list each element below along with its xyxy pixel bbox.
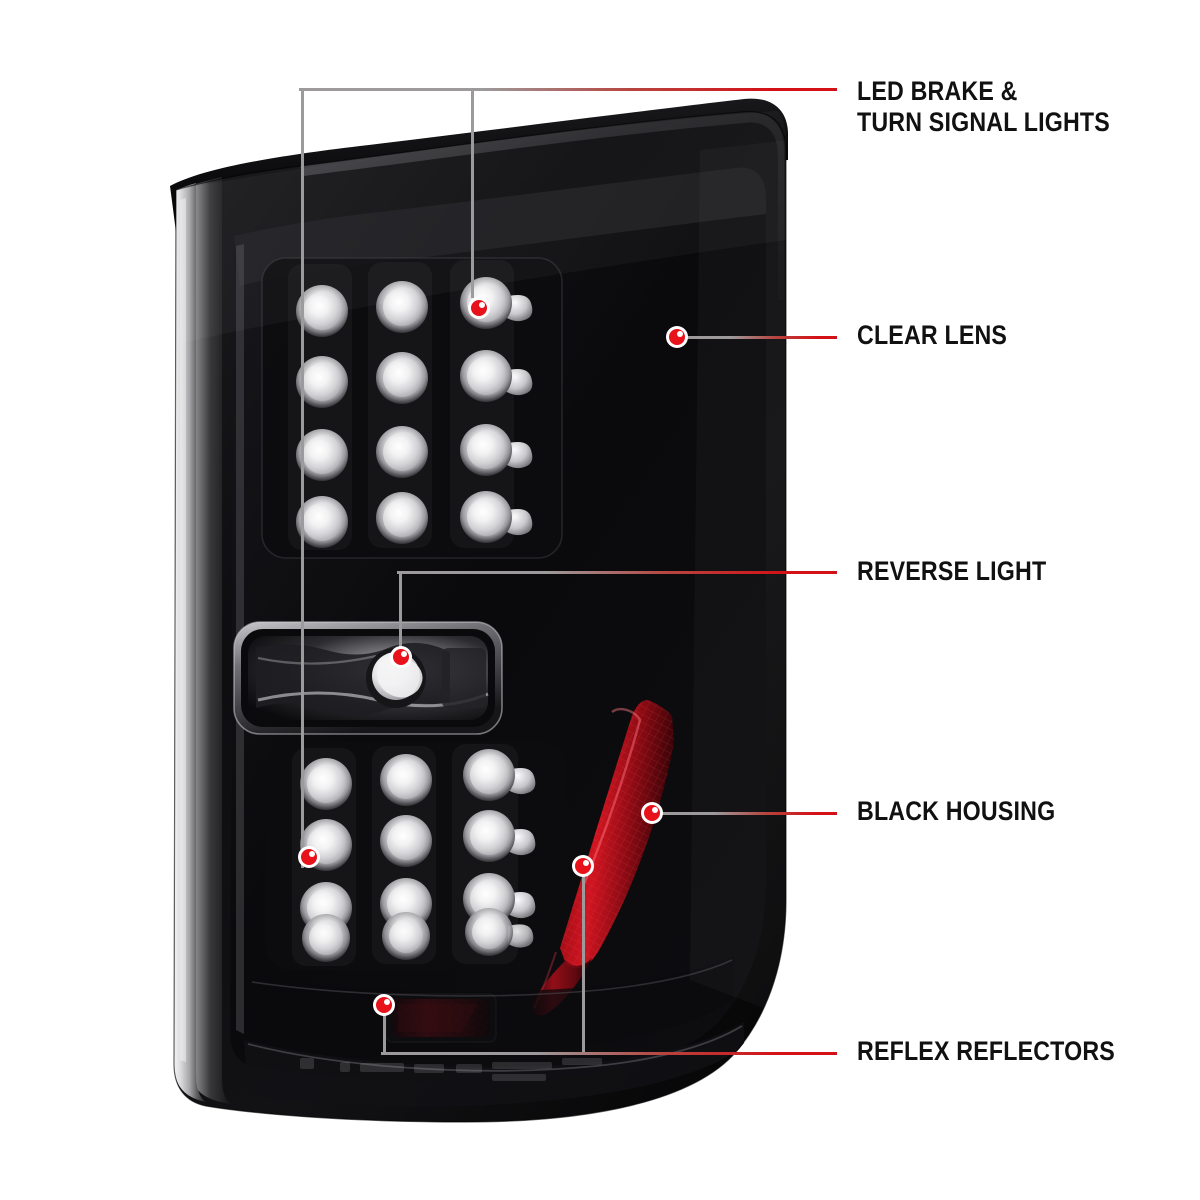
leader-reflex-vertical-right [582, 866, 585, 1054]
marker-led-brake-upper[interactable] [468, 297, 490, 319]
marker-black-housing[interactable] [641, 802, 663, 824]
leader-black-housing [651, 812, 837, 815]
reverse-light-chamber [233, 621, 503, 735]
leader-reflex-vertical-left [383, 1004, 386, 1054]
callout-label-led-brake-turn: LED BRAKE & TURN SIGNAL LIGHTS [857, 76, 1110, 138]
marker-led-brake-lower[interactable] [298, 846, 320, 868]
marker-reflex-side[interactable] [572, 855, 594, 877]
callout-label-reverse-light: REVERSE LIGHT [857, 556, 1047, 586]
marker-reflex-bottom[interactable] [373, 994, 395, 1016]
leader-reverse-light-horizontal [397, 571, 837, 574]
leader-led-brake-vertical-left [301, 90, 304, 868]
leader-clear-lens [676, 336, 837, 339]
callout-label-clear-lens: CLEAR LENS [857, 320, 1008, 350]
callout-label-black-housing: BLACK HOUSING [857, 796, 1056, 826]
marker-reverse-light[interactable] [390, 646, 412, 668]
upper-led-array [296, 277, 533, 548]
leader-led-brake-vertical-right [471, 90, 474, 298]
lower-led-array [300, 749, 536, 962]
leader-reflex-horizontal [381, 1052, 837, 1055]
leader-led-brake-horizontal [299, 88, 837, 91]
marker-clear-lens[interactable] [666, 326, 688, 348]
callout-label-reflex-reflectors: REFLEX REFLECTORS [857, 1036, 1115, 1066]
leader-reverse-light-vertical [399, 572, 402, 664]
embossed-lens-text [300, 1058, 602, 1081]
